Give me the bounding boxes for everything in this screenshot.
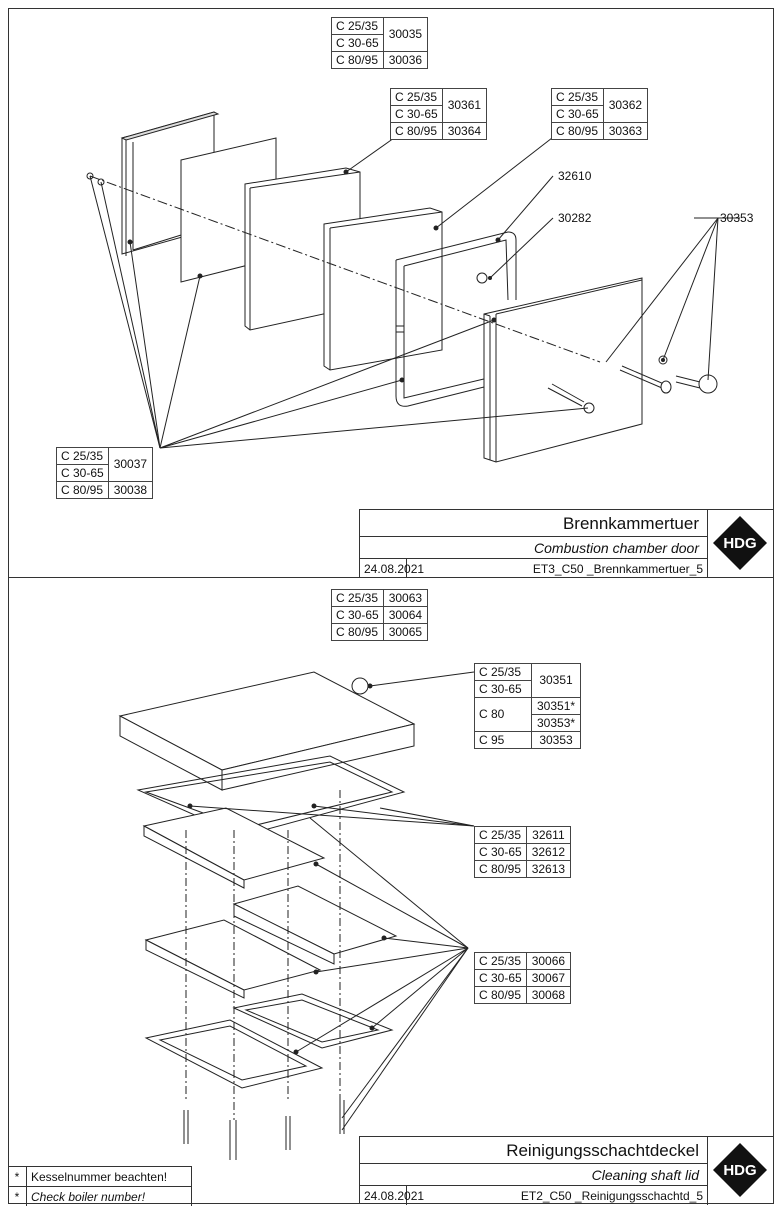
- part-number-cell: 32611: [525, 826, 572, 844]
- part-number-cell: 30065: [382, 623, 429, 641]
- model-cell: C 30-65: [474, 680, 532, 698]
- drawing-title: Reinigungsschachtdeckel: [360, 1137, 708, 1164]
- model-cell: C 30-65: [474, 969, 527, 987]
- door-gasket-frame: [395, 231, 517, 407]
- callout-30353: 30353: [720, 211, 754, 225]
- drawing-date: 24.08.2021: [364, 1189, 425, 1203]
- part-number-cell: 30037: [107, 447, 154, 482]
- notes-table: *Kesselnummer beachten! *Check boiler nu…: [8, 1166, 192, 1206]
- part-number-cell: 30038: [107, 481, 154, 499]
- model-cell: C 80/95: [474, 860, 527, 878]
- drawing-frame: [8, 8, 774, 1204]
- model-cell: C 30-65: [551, 105, 604, 123]
- lid-bolts: [183, 1100, 345, 1160]
- drawing-subtitle: Cleaning shaft lid: [360, 1164, 708, 1186]
- logo-text: HDG: [723, 535, 756, 552]
- part-number-cell: 30364: [441, 122, 488, 140]
- drawing-date: 24.08.2021: [364, 562, 425, 576]
- callout-32610: 32610: [558, 169, 592, 183]
- model-cell: C 30-65: [56, 464, 109, 482]
- title-block-bottom: Reinigungsschachtdeckel Cleaning shaft l…: [359, 1136, 774, 1205]
- part-number-cell: 30363: [602, 122, 649, 140]
- part-number-cell: 30353*: [530, 714, 582, 732]
- part-number-cell: 30351: [530, 663, 582, 698]
- model-cell: C 80/95: [551, 122, 604, 140]
- model-cell: C 80/95: [331, 623, 384, 641]
- part-number-cell: 30362: [602, 88, 649, 123]
- part-number-cell: 30351*: [530, 697, 582, 715]
- part-number-cell: 30361: [441, 88, 488, 123]
- model-cell: C 30-65: [474, 843, 527, 861]
- section-divider: [8, 577, 774, 578]
- part-number-cell: 30067: [525, 969, 572, 987]
- part-number-cell: 30353: [530, 731, 582, 749]
- model-cell: C 25/35: [474, 826, 527, 844]
- title-block-top: Brennkammertuer Combustion chamber door …: [359, 509, 774, 578]
- note-mark: *: [8, 1166, 27, 1187]
- note-text: Kesselnummer beachten!: [26, 1166, 192, 1187]
- insulation-plate-3: [323, 207, 443, 371]
- model-cell: C 80/95: [56, 481, 109, 499]
- shaft-lid: [118, 671, 416, 791]
- model-cell: C 25/35: [551, 88, 604, 106]
- lid-knob: [351, 677, 369, 695]
- note-text: Check boiler number!: [26, 1186, 192, 1206]
- model-cell: C 80: [474, 697, 532, 732]
- part-number-cell: 30066: [525, 952, 572, 970]
- drawing-code: ET3_C50 _Brennkammertuer_5: [532, 562, 703, 576]
- lid-frame-1: [232, 993, 394, 1049]
- model-cell: C 95: [474, 731, 532, 749]
- hdg-logo: HDG: [713, 1143, 767, 1197]
- model-cell: C 30-65: [331, 34, 384, 52]
- part-number-cell: 32613: [525, 860, 572, 878]
- hdg-logo: HDG: [713, 516, 767, 570]
- part-number-cell: 30036: [382, 51, 429, 69]
- model-cell: C 25/35: [474, 663, 532, 681]
- drawing-code: ET2_C50 _Reinigungsschachtd_5: [520, 1189, 703, 1203]
- model-cell: C 25/35: [331, 589, 384, 607]
- logo-text: HDG: [723, 1162, 756, 1179]
- callout-30282: 30282: [558, 211, 592, 225]
- drawing-subtitle: Combustion chamber door: [360, 537, 708, 559]
- part-number-cell: 30068: [525, 986, 572, 1004]
- part-number-cell: 30063: [382, 589, 429, 607]
- model-cell: C 30-65: [331, 606, 384, 624]
- model-cell: C 80/95: [331, 51, 384, 69]
- model-cell: C 80/95: [390, 122, 443, 140]
- model-cell: C 25/35: [474, 952, 527, 970]
- model-cell: C 25/35: [331, 17, 384, 35]
- note-mark: *: [8, 1186, 27, 1206]
- part-number-cell: 30064: [382, 606, 429, 624]
- model-cell: C 25/35: [390, 88, 443, 106]
- model-cell: C 30-65: [390, 105, 443, 123]
- drawing-title: Brennkammertuer: [360, 510, 708, 537]
- part-number-cell: 32612: [525, 843, 572, 861]
- door-plate: [483, 277, 643, 463]
- model-cell: C 80/95: [474, 986, 527, 1004]
- part-number-cell: 30035: [382, 17, 429, 52]
- model-cell: C 25/35: [56, 447, 109, 465]
